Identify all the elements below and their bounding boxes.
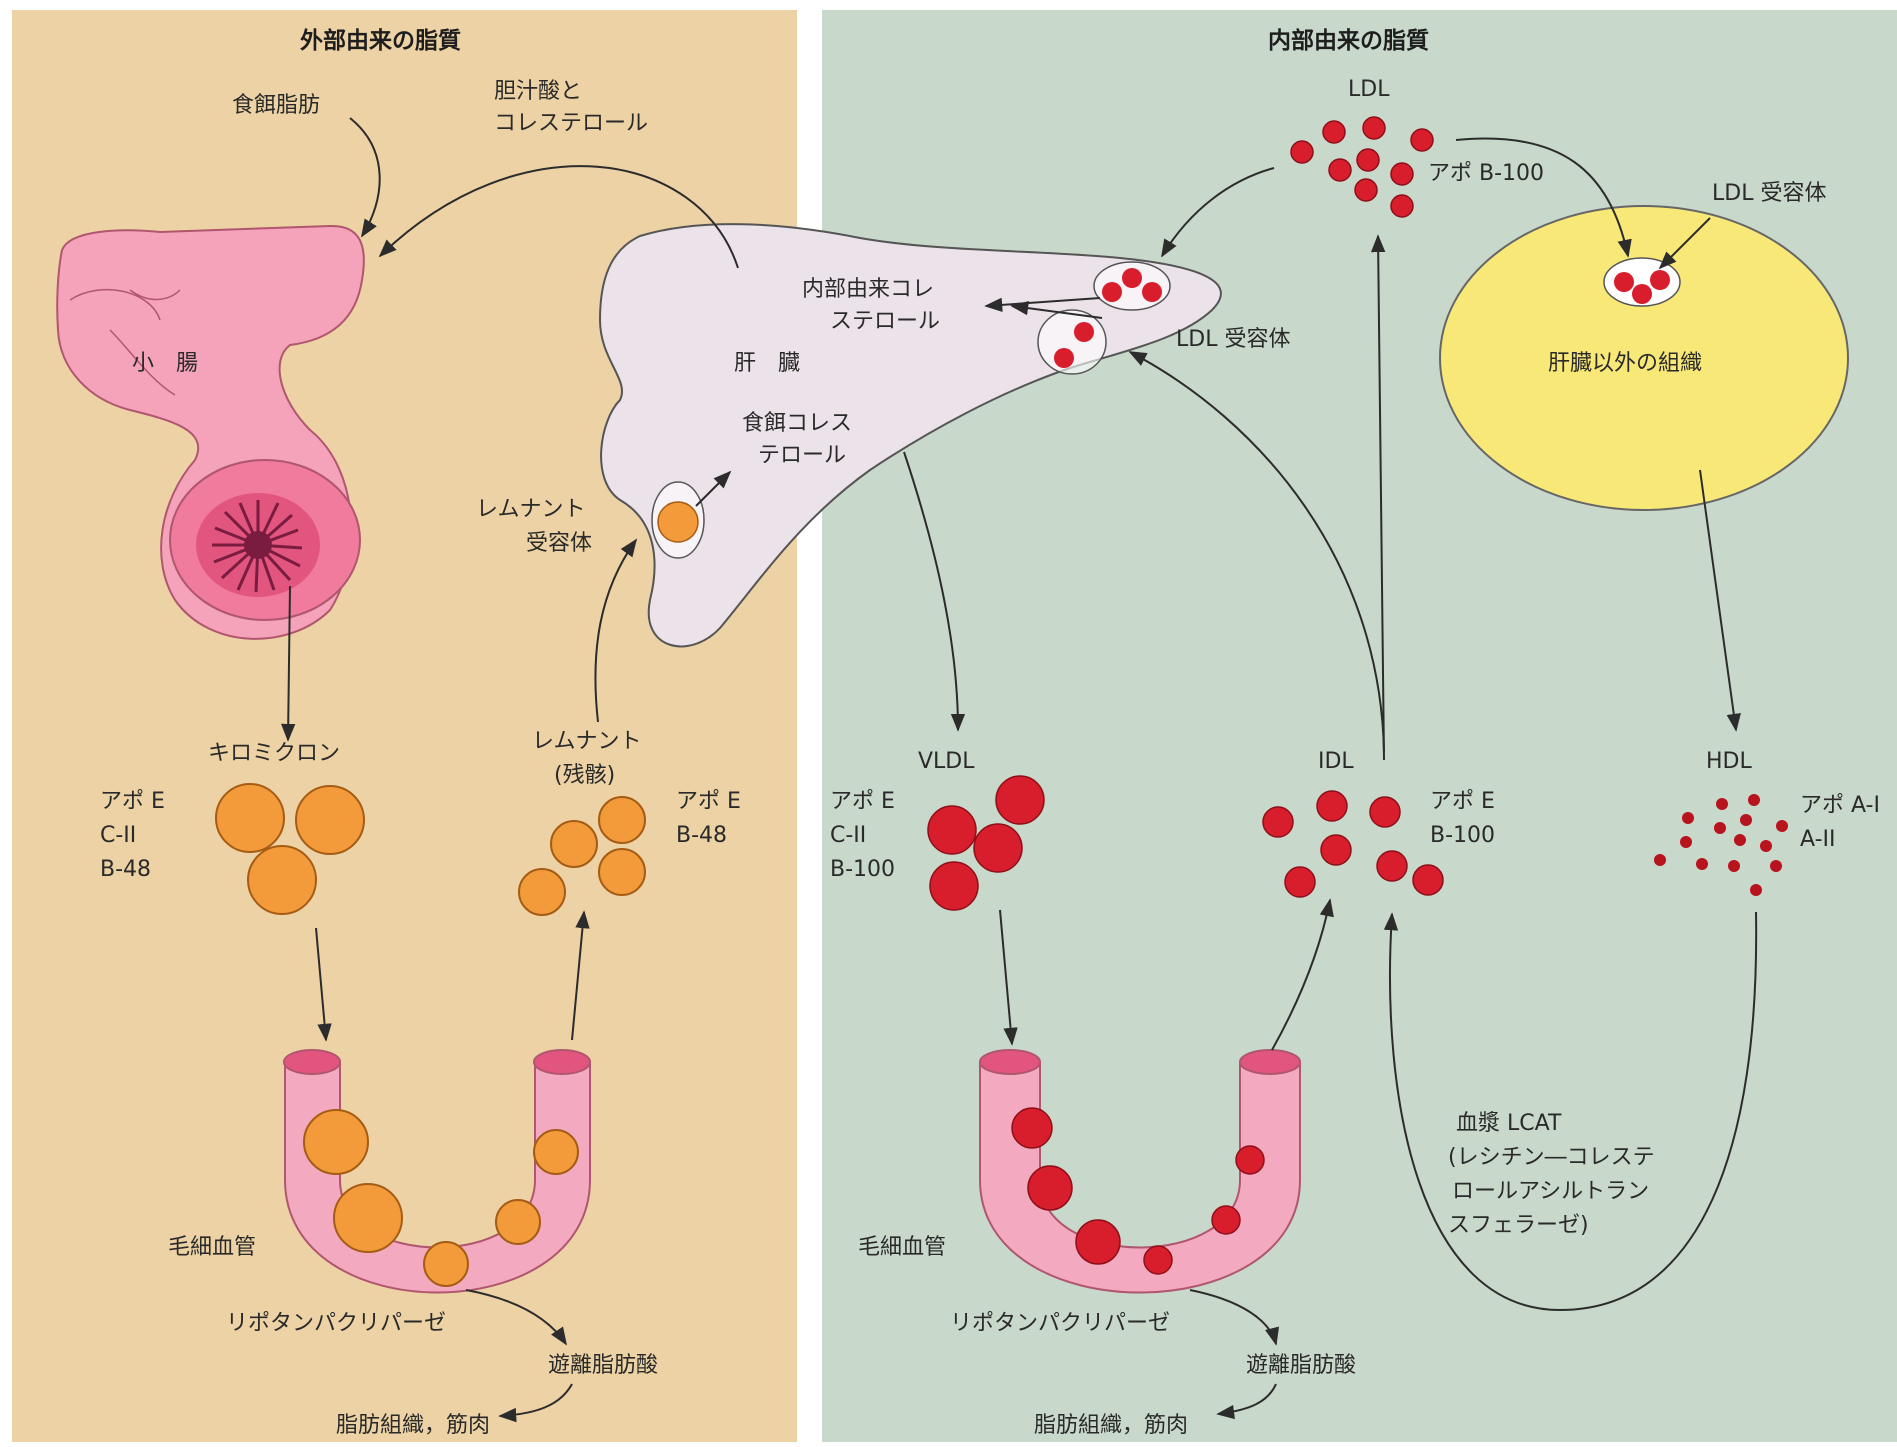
ldl-receptor-label: LDL 受容体 — [1712, 181, 1826, 206]
liver-ldl-receptor-label: LDL 受容体 — [1176, 327, 1290, 352]
vldl-apo-1: アポ E — [830, 789, 895, 814]
free-fatty-acid-left-label: 遊離脂肪酸 — [548, 1353, 658, 1378]
chylomicron-apo-2: C-II — [100, 823, 136, 848]
hdl-apo-1: アポ A-I — [1800, 793, 1880, 818]
remnant-label-line1: レムナント — [532, 729, 642, 754]
endogenous-title: 内部由来の脂質 — [1268, 27, 1429, 54]
chylomicron-label: キロミクロン — [208, 741, 340, 766]
exogenous-panel — [12, 10, 797, 1442]
remnant-receptor-label-line2: 受容体 — [526, 531, 592, 556]
lcat-label-line4: スフェラーゼ) — [1448, 1213, 1589, 1238]
extrahepatic-label: 肝臓以外の組織 — [1548, 351, 1702, 376]
remnant-receptor-label-line1: レムナント — [476, 497, 586, 522]
vldl-apo-2: C-II — [830, 823, 866, 848]
ldl-label: LDL — [1348, 77, 1390, 102]
lipase-right-label: リポタンパクリパーゼ — [950, 1311, 1170, 1336]
idl-apo-1: アポ E — [1430, 789, 1495, 814]
dietary-chol-label-line1: 食餌コレス — [742, 411, 852, 436]
liver-ldl-receptor-bottom — [1038, 310, 1106, 374]
remnant-apo-1: アポ E — [676, 789, 741, 814]
idl-apo-2: B-100 — [1430, 823, 1495, 848]
adipose-muscle-left-label: 脂肪組織，筋肉 — [336, 1413, 490, 1438]
idl-label: IDL — [1318, 749, 1354, 774]
exogenous-title: 外部由来の脂質 — [300, 27, 461, 54]
liver-label: 肝 臓 — [734, 351, 800, 376]
capillary-right-label: 毛細血管 — [858, 1235, 946, 1260]
free-fatty-acid-right-label: 遊離脂肪酸 — [1246, 1353, 1356, 1378]
remnant-apo-2: B-48 — [676, 823, 727, 848]
lcat-label-line3: ロールアシルトラン — [1452, 1179, 1649, 1204]
dietary-fat-label: 食餌脂肪 — [232, 93, 320, 118]
endogenous-chol-label-line2: ステロール — [830, 309, 940, 334]
bile-label-line2: コレステロール — [494, 111, 648, 136]
lipase-left-label: リポタンパクリパーゼ — [226, 1311, 446, 1336]
hdl-label: HDL — [1706, 749, 1752, 774]
small-intestine-label: 小 腸 — [132, 351, 198, 376]
lcat-label-line1: 血漿 LCAT — [1456, 1111, 1562, 1136]
hdl-apo-2: A-II — [1800, 827, 1835, 852]
endogenous-chol-label-line1: 内部由来コレ — [802, 277, 934, 302]
adipose-muscle-right-label: 脂肪組織，筋肉 — [1034, 1413, 1188, 1438]
bile-label-line1: 胆汁酸と — [494, 79, 582, 104]
remnant-receptor — [652, 482, 704, 558]
chylomicron-apo-3: B-48 — [100, 857, 151, 882]
chylomicron-apo-1: アポ E — [100, 789, 165, 814]
vldl-apo-3: B-100 — [830, 857, 895, 882]
liver-ldl-receptor-top — [1094, 262, 1170, 310]
lcat-label-line2: (レシチン―コレステ — [1448, 1145, 1655, 1170]
capillary-left-label: 毛細血管 — [168, 1235, 256, 1260]
ldl-apo-label: アポ B-100 — [1428, 161, 1544, 186]
remnant-label-line2: (残骸) — [554, 763, 615, 788]
vldl-label: VLDL — [918, 749, 975, 774]
dietary-chol-label-line2: テロール — [758, 443, 846, 468]
